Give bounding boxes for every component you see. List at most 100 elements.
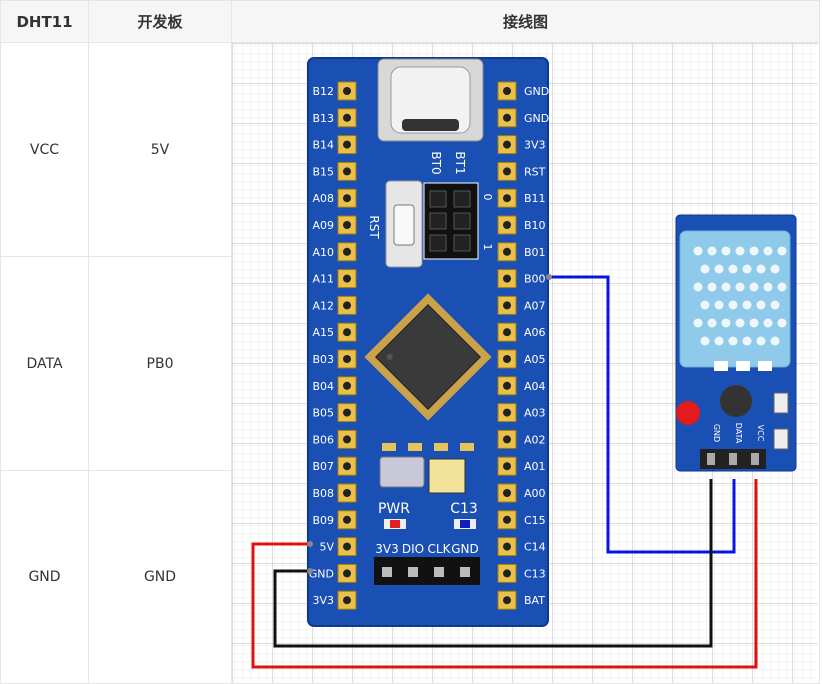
pin-b11: B11 — [497, 188, 546, 208]
pin-b14: B14 — [312, 135, 357, 155]
pin-b09: B09 — [312, 510, 357, 530]
dht11-capacitor — [720, 385, 752, 417]
pin-b07: B07 — [312, 456, 357, 476]
one-label: 1 — [481, 244, 494, 251]
cell-board-gnd: GND — [88, 470, 232, 684]
pin-a03: A03 — [497, 403, 546, 423]
pin-label: 3V3 — [524, 139, 546, 152]
pin-a15: A15 — [312, 322, 357, 342]
pin-b12: B12 — [312, 81, 357, 101]
pin-a11: A11 — [312, 269, 357, 289]
pin-3v3: 3V3 — [497, 135, 546, 155]
pin-a12: A12 — [312, 295, 357, 315]
pin-label: A11 — [312, 273, 334, 286]
left-pin-header: B12B13B14B15A08A09A10A11A12A15B03B04B05B… — [309, 81, 357, 610]
zero-label: 0 — [481, 194, 494, 201]
swd-label: 3V3 — [375, 542, 398, 556]
cell-dht11-data: DATA — [0, 256, 89, 471]
wire-gnd-black — [273, 479, 713, 648]
swd-label: CLK — [428, 542, 452, 556]
pin-a07: A07 — [497, 295, 546, 315]
pin-label: 3V3 — [312, 594, 334, 607]
pin-label: B09 — [312, 514, 334, 527]
pin-label: A02 — [524, 433, 546, 446]
pin-label: A05 — [524, 353, 546, 366]
pin-label: A09 — [312, 219, 334, 232]
pin-b13: B13 — [312, 108, 357, 128]
cell-dht11-vcc: VCC — [0, 42, 89, 257]
pin-label: B00 — [524, 273, 546, 286]
pin-label: A04 — [524, 380, 546, 393]
rst-button: RST — [367, 180, 423, 268]
pin-label: A06 — [524, 326, 546, 339]
pin-b04: B04 — [312, 376, 357, 396]
pin-a10: A10 — [312, 242, 357, 262]
table-row: VCC 5V — [0, 42, 820, 684]
pin-label: 5V — [319, 541, 334, 554]
pin-b03: B03 — [312, 349, 357, 369]
pin-b10: B10 — [497, 215, 546, 235]
pin-a08: A08 — [312, 188, 357, 208]
pin-label: B03 — [312, 353, 334, 366]
rst-label: RST — [367, 215, 381, 239]
pin-label: B14 — [312, 139, 334, 152]
mcu-chip — [364, 293, 492, 421]
pin-label: A10 — [312, 246, 334, 259]
pin-label: B08 — [312, 487, 334, 500]
pin-label: A15 — [312, 326, 334, 339]
pin-c13: C13 — [497, 563, 546, 583]
wire-data-blue — [550, 275, 736, 554]
header-board: 开发板 — [88, 0, 232, 43]
table-row: DATA PB0 — [0, 256, 820, 471]
pin-b08: B08 — [312, 483, 357, 503]
pin-label: GND — [524, 112, 549, 125]
pin-label: A07 — [524, 299, 546, 312]
pin-a06: A06 — [497, 322, 546, 342]
cell-board-5v: 5V — [88, 42, 232, 257]
pin-label: B10 — [524, 219, 546, 232]
pin-label: C13 — [524, 567, 546, 580]
pin-label: A08 — [312, 192, 334, 205]
swd-label: DIO — [402, 542, 424, 556]
pin-label: GND — [524, 85, 549, 98]
pin-gnd: GND — [309, 563, 357, 583]
pin-label: C15 — [524, 514, 546, 527]
pin-c15: C15 — [497, 510, 546, 530]
pin-gnd: GND — [497, 108, 549, 128]
pin-label: RST — [524, 165, 546, 178]
sensor-pin-label: GND — [712, 424, 721, 442]
pin-label: A01 — [524, 460, 546, 473]
header-dht11: DHT11 — [0, 0, 89, 43]
pin-a02: A02 — [497, 429, 546, 449]
sensor-pin-label: DATA — [734, 423, 743, 444]
pin-bat: BAT — [497, 590, 545, 610]
pin-label: B12 — [312, 85, 334, 98]
wiring-diagram: RST BT0 BT1 0 — [232, 43, 818, 683]
pin-a09: A09 — [312, 215, 357, 235]
pin-label: B07 — [312, 460, 334, 473]
pin-label: A00 — [524, 487, 546, 500]
pin-a04: A04 — [497, 376, 546, 396]
bt1-label: BT1 — [453, 151, 467, 174]
pin-a05: A05 — [497, 349, 546, 369]
pin-3v3: 3V3 — [312, 590, 357, 610]
pin-a00: A00 — [497, 483, 546, 503]
crystal-small — [428, 458, 466, 494]
pin-5v: 5V — [319, 537, 357, 557]
swd-label: GND — [451, 542, 479, 556]
wiring-diagram-cell: RST BT0 BT1 0 — [231, 42, 820, 684]
pin-label: BAT — [524, 594, 545, 607]
dev-board: RST BT0 BT1 0 — [307, 57, 549, 627]
right-pin-header: GNDGND3V3RSTB11B10B01B00A07A06A05A04A03A… — [497, 81, 549, 610]
header-diagram: 接线图 — [231, 0, 820, 43]
pin-label: GND — [309, 567, 334, 580]
pin-b05: B05 — [312, 403, 357, 423]
pin-rst: RST — [497, 161, 546, 181]
pin-label: B11 — [524, 192, 546, 205]
cell-board-pb0: PB0 — [88, 256, 232, 471]
pin-gnd: GND — [497, 81, 549, 101]
pin-label: B15 — [312, 165, 334, 178]
